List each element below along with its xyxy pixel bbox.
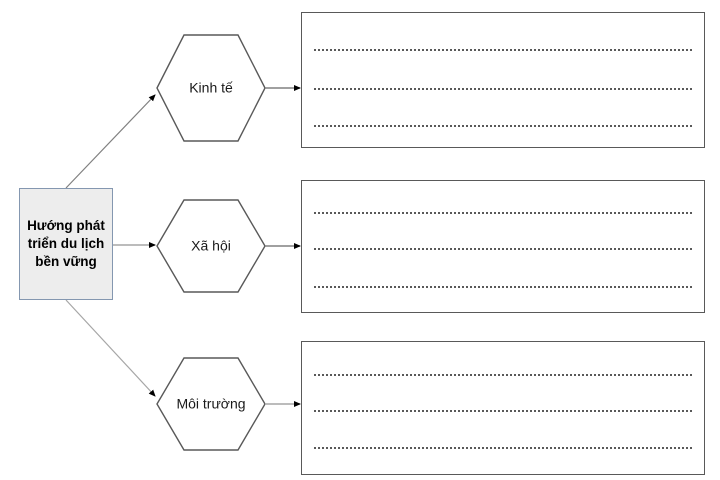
- connector-root-to-moi-truong: [65, 299, 156, 397]
- write-line[interactable]: [314, 49, 692, 51]
- root-concept-box: Hướng phát triển du lịch bền vững: [19, 188, 113, 300]
- write-line[interactable]: [314, 212, 692, 214]
- write-line[interactable]: [314, 248, 692, 250]
- write-line[interactable]: [314, 88, 692, 90]
- answer-box-kinh-te[interactable]: [301, 12, 705, 148]
- write-line[interactable]: [314, 374, 692, 376]
- write-line[interactable]: [314, 447, 692, 449]
- hexagon-label-moi-truong: Môi trường: [176, 395, 246, 412]
- write-line[interactable]: [314, 125, 692, 127]
- hexagon-label-kinh-te: Kinh tế: [189, 79, 233, 96]
- write-line[interactable]: [314, 286, 692, 288]
- write-line[interactable]: [314, 410, 692, 412]
- answer-box-xa-hoi[interactable]: [301, 180, 705, 313]
- answer-box-moi-truong[interactable]: [301, 341, 705, 475]
- connector-root-to-kinh-te: [65, 94, 156, 189]
- hexagon-label-xa-hoi: Xã hội: [191, 237, 231, 254]
- root-concept-label: Hướng phát triển du lịch bền vững: [27, 218, 105, 269]
